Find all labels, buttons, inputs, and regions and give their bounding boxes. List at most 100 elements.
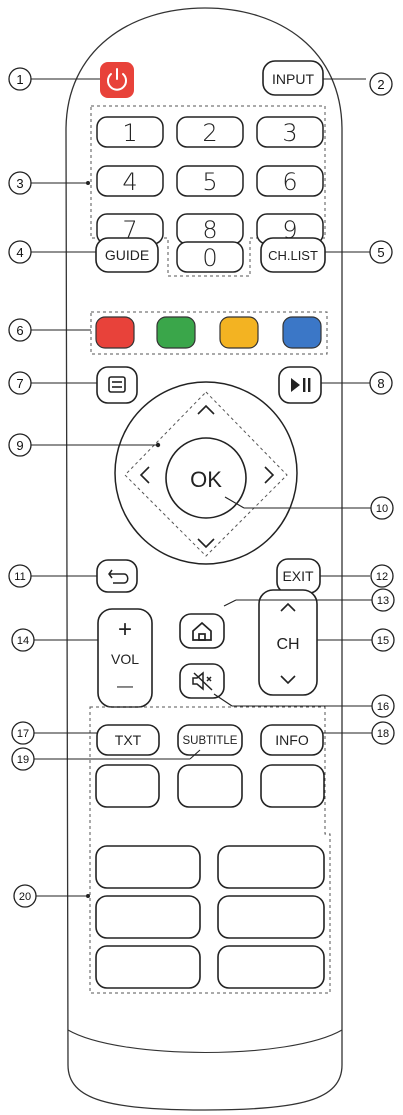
yellow-color-key[interactable] xyxy=(219,316,259,349)
callout-17: 17 xyxy=(11,721,35,745)
digit-key-9[interactable]: 9 xyxy=(256,213,324,245)
green-color-key[interactable] xyxy=(156,316,196,349)
callout-label-16: 16 xyxy=(377,701,389,713)
exit-button[interactable]: EXIT xyxy=(276,558,321,594)
callout-label-5: 5 xyxy=(377,245,384,260)
blank-key-grid-1[interactable] xyxy=(95,845,201,889)
callout-label-12: 12 xyxy=(376,571,388,583)
callout-dot-20 xyxy=(86,894,90,898)
volume-rocker[interactable]: + VOL — xyxy=(97,608,153,708)
input-button-label: INPUT xyxy=(272,71,314,87)
digit-key-6[interactable]: 6 xyxy=(256,165,324,197)
remote-body-outline xyxy=(65,7,343,1111)
callout-label-15: 15 xyxy=(377,635,389,647)
guide-button[interactable]: GUIDE xyxy=(95,237,159,273)
digit-key-0[interactable]: 0 xyxy=(176,241,244,273)
digit-key-7[interactable]: 7 xyxy=(96,213,164,245)
callout-3: 3 xyxy=(8,171,32,195)
callout-19: 19 xyxy=(11,747,35,771)
blank-key-grid-3[interactable] xyxy=(95,895,201,939)
callout-15: 15 xyxy=(371,628,395,652)
blank-key-grid-2[interactable] xyxy=(217,845,325,889)
callout-label-6: 6 xyxy=(16,323,23,338)
blank-key-grid-5[interactable] xyxy=(95,945,201,989)
info-button-label: INFO xyxy=(275,732,309,748)
channel-rocker-body xyxy=(258,589,318,696)
function-keys-region-outline xyxy=(89,706,331,994)
mute-icon xyxy=(192,671,213,691)
digit-key-5-body xyxy=(176,165,244,197)
channel-label: CH xyxy=(276,636,299,653)
ok-button-label: OK xyxy=(190,467,222,492)
play-pause-button[interactable] xyxy=(278,366,322,404)
chlist-button[interactable]: CH.LIST xyxy=(260,237,326,273)
callout-label-11: 11 xyxy=(14,571,25,583)
subtitle-button[interactable]: SUBTITLE xyxy=(177,724,243,756)
callout-7: 7 xyxy=(8,371,32,395)
digit-key-2-body xyxy=(176,116,244,148)
channel-rocker[interactable]: CH xyxy=(258,589,318,696)
txt-button[interactable]: TXT xyxy=(96,724,160,756)
blank-key-row1-1[interactable] xyxy=(95,764,160,808)
callout-5: 5 xyxy=(369,240,393,264)
digit-key-4-label: 4 xyxy=(122,168,137,196)
teletext-menu-button-body xyxy=(96,366,138,404)
digit-key-0-body xyxy=(176,241,244,273)
digit-key-4-body xyxy=(96,165,164,197)
callout-label-18: 18 xyxy=(377,728,389,740)
blank-key-grid-6[interactable] xyxy=(217,945,325,989)
digit-key-6-label: 6 xyxy=(282,168,297,196)
remote-bottom-curve xyxy=(67,1029,343,1054)
dpad-up-arrow-icon[interactable] xyxy=(197,404,215,415)
callout-10: 10 xyxy=(370,496,394,520)
digit-key-1[interactable]: 1 xyxy=(96,116,164,148)
digit-key-7-label: 7 xyxy=(122,216,137,244)
digit-key-0-label: 0 xyxy=(202,244,217,272)
exit-button-label: EXIT xyxy=(282,568,314,584)
back-arrow-icon xyxy=(108,569,129,584)
digit-key-9-label: 9 xyxy=(282,216,297,244)
channel-down-icon xyxy=(280,675,296,685)
info-button-body xyxy=(260,724,324,756)
input-button[interactable]: INPUT xyxy=(262,60,324,96)
red-color-key[interactable] xyxy=(95,316,135,349)
blank-key-grid-4[interactable] xyxy=(217,895,325,939)
volume-rocker-body xyxy=(97,608,153,708)
volume-up-label: + xyxy=(118,616,132,643)
digit-key-3[interactable]: 3 xyxy=(256,116,324,148)
callout-2: 2 xyxy=(369,72,393,96)
info-button[interactable]: INFO xyxy=(260,724,324,756)
digit-key-2[interactable]: 2 xyxy=(176,116,244,148)
home-button[interactable] xyxy=(179,613,225,649)
subtitle-button-body xyxy=(177,724,243,756)
list-icon xyxy=(108,376,126,393)
digit-key-1-body xyxy=(96,116,164,148)
callout-label-17: 17 xyxy=(17,728,29,740)
dpad-right-arrow-icon[interactable] xyxy=(264,466,275,484)
dpad-down-arrow-icon[interactable] xyxy=(197,538,215,549)
blank-key-row1-2[interactable] xyxy=(177,764,243,808)
blank-key-row1-3[interactable] xyxy=(260,764,325,808)
digit-key-8-label: 8 xyxy=(202,216,217,244)
callout-label-20: 20 xyxy=(19,891,31,903)
dpad: OK xyxy=(114,381,298,565)
digit-key-5[interactable]: 5 xyxy=(176,165,244,197)
callout-label-9: 9 xyxy=(16,438,23,453)
digit-key-8[interactable]: 8 xyxy=(176,213,244,245)
volume-down-label: — xyxy=(117,678,133,695)
digit-key-3-label: 3 xyxy=(282,119,297,147)
callout-label-1: 1 xyxy=(16,72,23,87)
digit-key-1-label: 1 xyxy=(122,119,137,147)
home-button-body xyxy=(179,613,225,649)
blue-color-key[interactable] xyxy=(282,316,322,349)
mute-button[interactable] xyxy=(179,663,225,699)
power-button[interactable] xyxy=(100,62,134,98)
dpad-left-arrow-icon[interactable] xyxy=(139,466,150,484)
digit-key-4[interactable]: 4 xyxy=(96,165,164,197)
digit-key-3-body xyxy=(256,116,324,148)
back-button[interactable] xyxy=(96,559,138,593)
teletext-menu-button[interactable] xyxy=(96,366,138,404)
callout-20: 20 xyxy=(13,884,37,908)
